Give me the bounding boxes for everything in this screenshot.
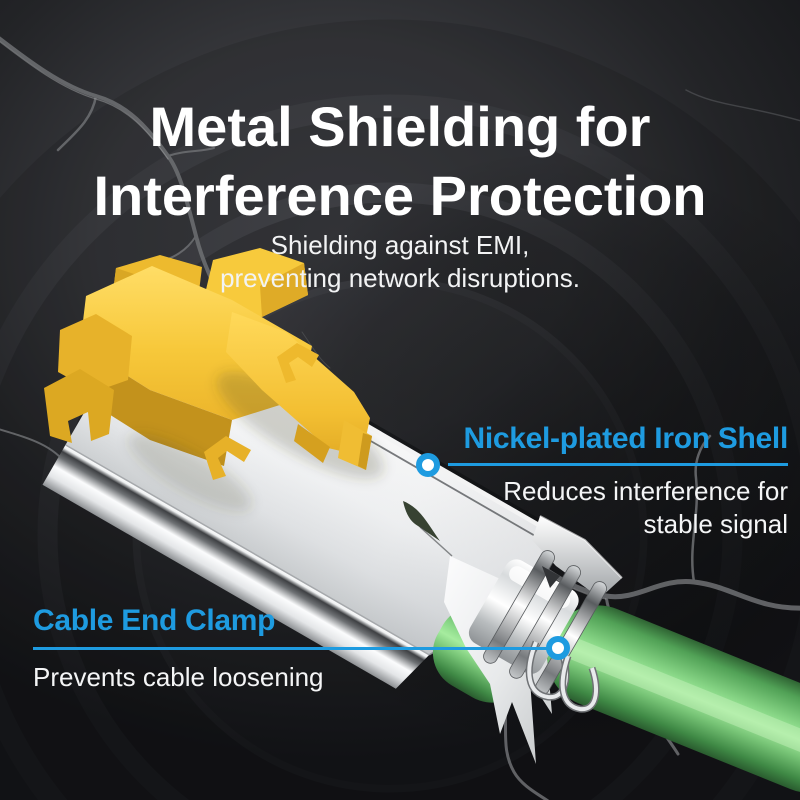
clamp-wire-rings xyxy=(483,550,607,713)
shell-rear-notch xyxy=(542,566,560,588)
shell-point-marker xyxy=(416,453,440,477)
shell-slot-mark xyxy=(403,501,453,557)
clamp-point-marker xyxy=(546,636,570,660)
yellow-latch xyxy=(44,248,384,512)
green-cable xyxy=(547,605,800,793)
clamp-top-cover xyxy=(532,516,622,598)
connector-illustration xyxy=(42,248,800,793)
